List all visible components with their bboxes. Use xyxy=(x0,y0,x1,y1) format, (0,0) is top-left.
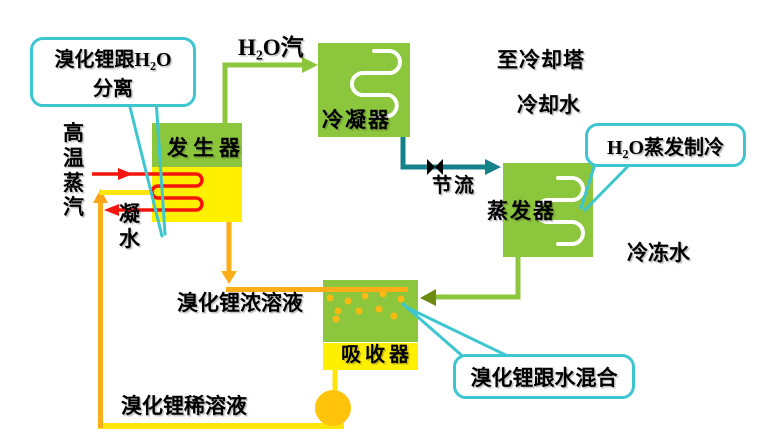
mixing-callout-text: 溴化锂跟水混合 xyxy=(470,365,618,390)
concentrated-solution-label: 溴化锂浓溶液 xyxy=(177,291,303,315)
evaporator-label: 蒸发器 xyxy=(487,199,556,223)
throttle-line-arrow xyxy=(400,137,501,175)
condensate-water-label: 凝水 xyxy=(119,202,140,251)
h2o-vapor-flow-arrow xyxy=(222,57,318,123)
condenser-box xyxy=(318,43,410,137)
generator-box xyxy=(152,123,242,167)
high-temp-steam-label: 高温蒸汽 xyxy=(63,121,84,220)
cooling-water-label: 冷却水 xyxy=(517,93,580,117)
evaporation-cooling-callout: H₂O蒸发制冷 xyxy=(585,123,746,167)
steam-in-arrowhead xyxy=(118,168,133,180)
generator-label: 发生器 xyxy=(167,136,245,160)
mixing-callout: 溴化锂跟水混合 xyxy=(453,354,635,399)
evaporation-cooling-text: H₂O蒸发制冷 xyxy=(606,136,725,159)
absorber-label-box xyxy=(323,343,418,370)
absorber-droplets-icon xyxy=(326,290,405,323)
separation-callout-line1: 溴化锂跟H₂O xyxy=(54,49,172,71)
throttle-valve-icon xyxy=(427,159,443,175)
separation-callout-line2: 分离 xyxy=(93,78,133,100)
h2o-vapor-label: H₂O汽 xyxy=(238,35,304,60)
separation-callout: 溴化锂跟H₂O 分离 xyxy=(30,37,196,107)
to-cooling-tower-label: 至冷却塔 xyxy=(497,48,585,72)
pump-icon xyxy=(315,390,351,426)
dilute-solution-line xyxy=(93,189,344,429)
condenser-label: 冷凝器 xyxy=(322,108,391,132)
condenser-coil-icon xyxy=(350,49,402,118)
throttle-label: 节流 xyxy=(432,175,476,197)
condensate-out-arrowhead xyxy=(104,204,119,216)
concentrated-solution-arrow xyxy=(221,222,408,292)
dilute-solution-label: 溴化锂稀溶液 xyxy=(121,394,247,418)
absorber-label: 吸收器 xyxy=(341,344,413,366)
chilled-water-label: 冷冻水 xyxy=(627,241,690,265)
evaporator-to-absorber-arrow xyxy=(420,257,521,306)
generator-heater-section xyxy=(152,167,242,222)
evaporator-coil-icon xyxy=(535,176,585,246)
